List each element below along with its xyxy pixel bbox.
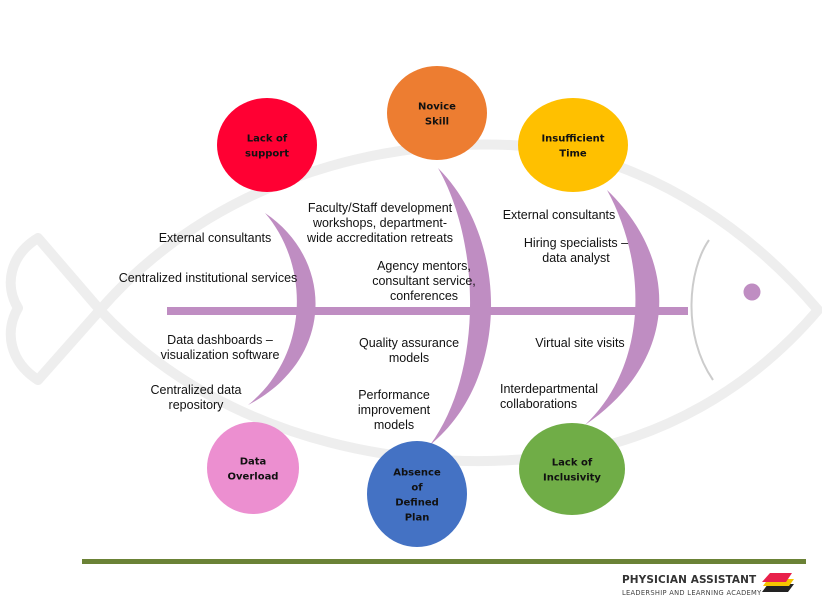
solution-faculty-staff-development: Faculty/Staff development workshops, dep… — [307, 201, 453, 245]
cause-circle — [367, 441, 467, 547]
cause-label-line: Novice — [418, 102, 456, 113]
cause-label-line: support — [245, 149, 289, 160]
fish-tail-outline — [5, 233, 105, 385]
rib-bone-right — [585, 190, 660, 425]
cause-circle — [207, 422, 299, 514]
solution-external-consultants-right: External consultants — [502, 208, 616, 222]
cause-label-line: Data — [240, 457, 267, 468]
cause-circle — [387, 66, 487, 160]
logo-subtitle: LEADERSHIP AND LEARNING ACADEMY — [622, 589, 762, 597]
solution-hiring-specialists: Hiring specialists – data analyst — [523, 236, 629, 265]
cause-label-line: Insufficient — [541, 134, 604, 145]
rib-bone-left — [248, 213, 316, 405]
fish-eye — [743, 283, 761, 301]
logo-mark-red-layer — [762, 573, 792, 582]
cause-label-line: Time — [559, 149, 587, 160]
cause-label-line: Absence — [393, 468, 441, 479]
solution-virtual-site-visits: Virtual site visits — [535, 336, 625, 350]
cause-label-line: Plan — [405, 513, 430, 524]
solution-centralized-institutional-services: Centralized institutional services — [118, 271, 298, 285]
cause-node-lack-of-support: Lack of support — [217, 98, 317, 192]
solution-external-consultants-left: External consultants — [158, 231, 272, 245]
solution-performance-improvement: Performance improvement models — [357, 388, 431, 432]
cause-label-line: Inclusivity — [543, 473, 601, 484]
logo-mark-icon — [762, 573, 794, 592]
academy-logo: PHYSICIAN ASSISTANT LEADERSHIP AND LEARN… — [622, 572, 812, 608]
fish-spine — [167, 307, 688, 315]
cause-node-lack-of-inclusivity: Lack of Inclusivity — [519, 423, 625, 515]
rib-bone-middle — [430, 168, 492, 445]
cause-label-line: Lack of — [247, 134, 288, 145]
solution-agency-mentors: Agency mentors, consultant service, conf… — [372, 259, 476, 303]
solution-interdepartmental-collaborations: Interdepartmental collaborations — [500, 382, 598, 411]
cause-circle — [518, 98, 628, 192]
solution-data-dashboards: Data dashboards – visualization software — [160, 333, 280, 362]
cause-label-line: Overload — [228, 472, 279, 483]
cause-circle — [217, 98, 317, 192]
cause-label-line: Defined — [395, 498, 439, 509]
solution-centralized-data-repository: Centralized data repository — [150, 383, 242, 412]
logo-title: PHYSICIAN ASSISTANT — [622, 574, 757, 586]
cause-circle — [519, 423, 625, 515]
cause-label-line: Skill — [425, 117, 449, 128]
gill-line — [690, 239, 714, 381]
solution-quality-assurance: Quality assurance models — [358, 336, 460, 365]
cause-label-line: of — [411, 483, 423, 494]
footer-divider — [82, 559, 806, 564]
cause-label-line: Lack of — [552, 458, 593, 469]
